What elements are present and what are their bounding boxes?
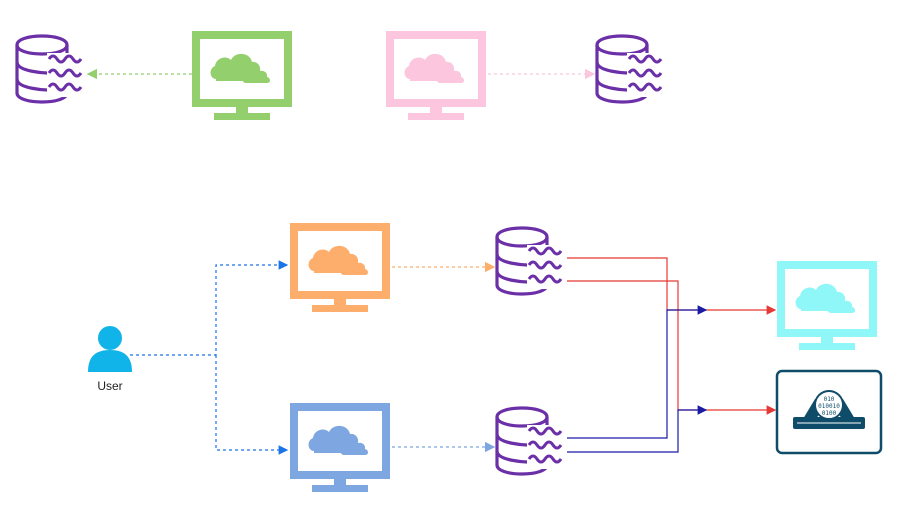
red-line-upper bbox=[565, 257, 777, 315]
user-icon bbox=[88, 326, 132, 372]
database-top-right[interactable] bbox=[595, 34, 669, 104]
router-binary-3: 0100 bbox=[822, 410, 837, 417]
database-top-left[interactable] bbox=[15, 34, 89, 104]
user-connector-down bbox=[215, 355, 289, 455]
data-router[interactable]: 010 010010 0100 bbox=[775, 369, 883, 455]
user-label: User bbox=[97, 379, 122, 393]
database-mid-upper[interactable] bbox=[495, 226, 569, 296]
navy-line-lower bbox=[565, 405, 708, 453]
user-node[interactable]: User bbox=[88, 326, 132, 393]
monitor-pink[interactable] bbox=[386, 31, 486, 120]
router-binary-1: 010 bbox=[824, 396, 835, 403]
monitor-cyan[interactable] bbox=[777, 261, 877, 350]
database-mid-lower[interactable] bbox=[495, 406, 569, 476]
wavy-database-icon bbox=[495, 226, 569, 296]
data-router-icon: 010 010010 0100 bbox=[793, 390, 865, 429]
wavy-database-icon bbox=[595, 34, 669, 104]
wavy-database-icon bbox=[495, 406, 569, 476]
router-binary-2: 010010 bbox=[818, 403, 840, 410]
red-line-lower bbox=[565, 280, 777, 415]
monitor-orange[interactable] bbox=[290, 223, 390, 312]
wavy-database-icon bbox=[15, 34, 89, 104]
user-connector-up bbox=[130, 260, 289, 356]
monitor-green[interactable] bbox=[192, 31, 292, 120]
monitor-blue[interactable] bbox=[290, 403, 390, 492]
navy-line-upper bbox=[565, 305, 708, 439]
